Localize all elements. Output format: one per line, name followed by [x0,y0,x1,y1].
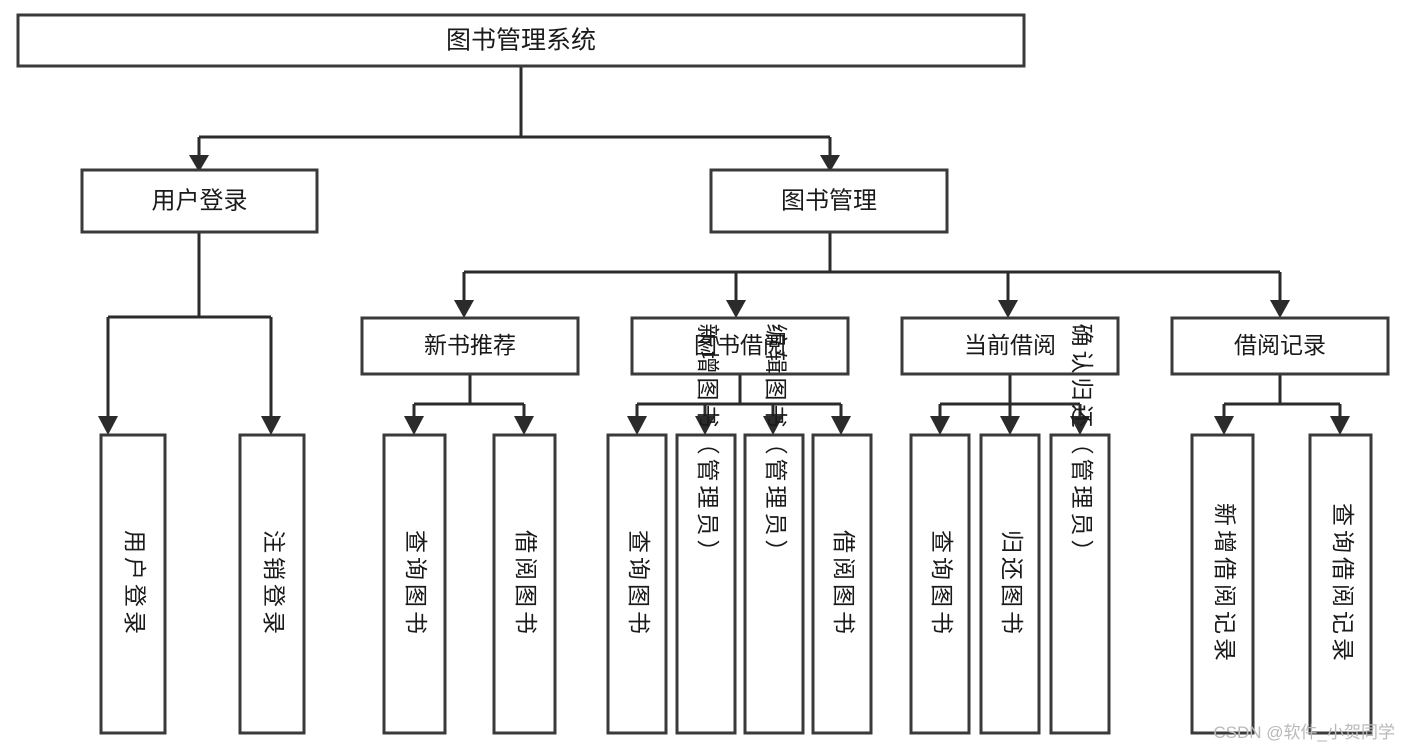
arrowhead-leaf-query-book-1 [404,416,424,435]
node-borrow-record-box[interactable] [1170,316,1390,376]
node-leaf-query-book-3-label: 查询图书 [929,530,955,638]
node-book-borrow-box[interactable] [630,316,850,376]
node-new-book-rec[interactable]: 新书推荐 [360,316,580,376]
node-book-manage-label: 图书管理 [781,187,877,214]
node-borrow-record[interactable]: 借阅记录 [1170,316,1390,376]
node-leaf-query-record[interactable]: 查询借阅记录 [1308,433,1373,735]
node-leaf-edit-book[interactable]: 编辑图书（管理员） [743,324,805,735]
node-leaf-add-record[interactable]: 新增借阅记录 [1190,433,1255,735]
node-book-borrow-label: 图书借阅 [694,332,786,358]
node-leaf-confirm-return-box[interactable] [1049,433,1111,735]
node-leaf-query-record-label: 查询借阅记录 [1330,503,1356,665]
node-leaf-query-book-1[interactable]: 查询图书 [382,433,447,735]
arrowhead-leaf-borrow-book-2 [831,416,851,435]
arrowhead-current-borrow [998,300,1018,318]
node-leaf-query-book-2-label: 查询图书 [626,530,652,638]
arrowhead-leaf-return-book [1000,416,1020,435]
node-new-book-rec-box[interactable] [360,316,580,376]
arrowhead-leaf-borrow-book-1 [514,416,534,435]
csdn-watermark: CSDN @软件_小贺同学 [1213,723,1395,742]
node-user-login-box[interactable] [80,168,319,234]
node-leaf-add-book[interactable]: 新增图书（管理员） [675,324,737,735]
node-leaf-confirm-return[interactable]: 确认归还（管理员） [1049,324,1111,735]
node-leaf-confirm-return-label: 确认归还（管理员） [1069,324,1095,567]
node-leaf-borrow-book-2[interactable]: 借阅图书 [811,433,873,735]
arrowhead-leaf-confirm-return [1070,416,1090,435]
arrowhead-leaf-logout [261,416,281,435]
node-leaf-borrow-book-2-label: 借阅图书 [831,530,857,638]
arrowhead-leaf-edit-book [763,416,783,435]
arrowhead-book-borrow [726,300,746,318]
node-book-manage[interactable]: 图书管理 [709,168,949,234]
node-root[interactable]: 图书管理系统 [16,13,1026,68]
arrowhead-user-login [189,155,209,172]
node-leaf-query-book-3[interactable]: 查询图书 [909,433,971,735]
node-leaf-return-book[interactable]: 归还图书 [979,433,1041,735]
node-root-box[interactable] [16,13,1026,68]
node-leaf-edit-book-box[interactable] [743,433,805,735]
node-leaf-logout-box[interactable] [238,433,306,735]
node-leaf-user-login-box[interactable] [99,433,167,735]
arrowhead-leaf-query-record [1330,416,1350,435]
node-book-borrow[interactable]: 图书借阅 [630,316,850,376]
node-leaf-borrow-book-1-label: 借阅图书 [513,530,539,638]
node-leaf-query-record-box[interactable] [1308,433,1373,735]
node-leaf-user-login[interactable]: 用户登录 [99,433,167,735]
node-leaf-add-book-label: 新增图书（管理员） [695,324,721,567]
node-root-label: 图书管理系统 [446,27,596,55]
node-leaf-query-book-1-label: 查询图书 [403,530,429,638]
arrowhead-borrow-record [1270,300,1290,318]
node-leaf-borrow-book-2-box[interactable] [811,433,873,735]
node-user-login[interactable]: 用户登录 [80,168,319,234]
node-book-manage-box[interactable] [709,168,949,234]
connector-layer [98,66,1350,435]
node-new-book-rec-label: 新书推荐 [424,332,516,358]
node-current-borrow-label: 当前借阅 [964,332,1056,358]
arrowhead-leaf-query-book-2 [627,416,647,435]
node-user-login-label: 用户登录 [152,187,248,214]
node-leaf-query-book-2-box[interactable] [606,433,668,735]
arrowhead-leaf-add-record [1214,416,1234,435]
node-leaf-borrow-book-1-box[interactable] [492,433,557,735]
node-leaf-add-book-box[interactable] [675,433,737,735]
node-leaf-logout[interactable]: 注销登录 [238,433,306,735]
arrowhead-leaf-add-book [695,416,715,435]
arrowhead-leaf-query-book-3 [930,416,950,435]
node-leaf-return-book-box[interactable] [979,433,1041,735]
node-leaf-user-login-label: 用户登录 [122,530,148,638]
node-leaf-query-book-2[interactable]: 查询图书 [606,433,668,735]
node-leaf-return-book-label: 归还图书 [999,530,1025,638]
arrowhead-book-manage [820,155,840,172]
node-leaf-add-record-label: 新增借阅记录 [1212,503,1238,665]
arrowhead-new-book-rec [454,300,474,318]
node-current-borrow[interactable]: 当前借阅 [900,316,1120,376]
node-leaf-query-book-3-box[interactable] [909,433,971,735]
node-current-borrow-box[interactable] [900,316,1120,376]
node-leaf-add-record-box[interactable] [1190,433,1255,735]
node-leaf-query-book-1-box[interactable] [382,433,447,735]
node-leaf-logout-label: 注销登录 [261,530,287,638]
node-borrow-record-label: 借阅记录 [1234,332,1326,358]
node-leaf-borrow-book-1[interactable]: 借阅图书 [492,433,557,735]
arrowhead-leaf-user-login [98,416,118,435]
node-leaf-edit-book-label: 编辑图书（管理员） [763,324,789,567]
